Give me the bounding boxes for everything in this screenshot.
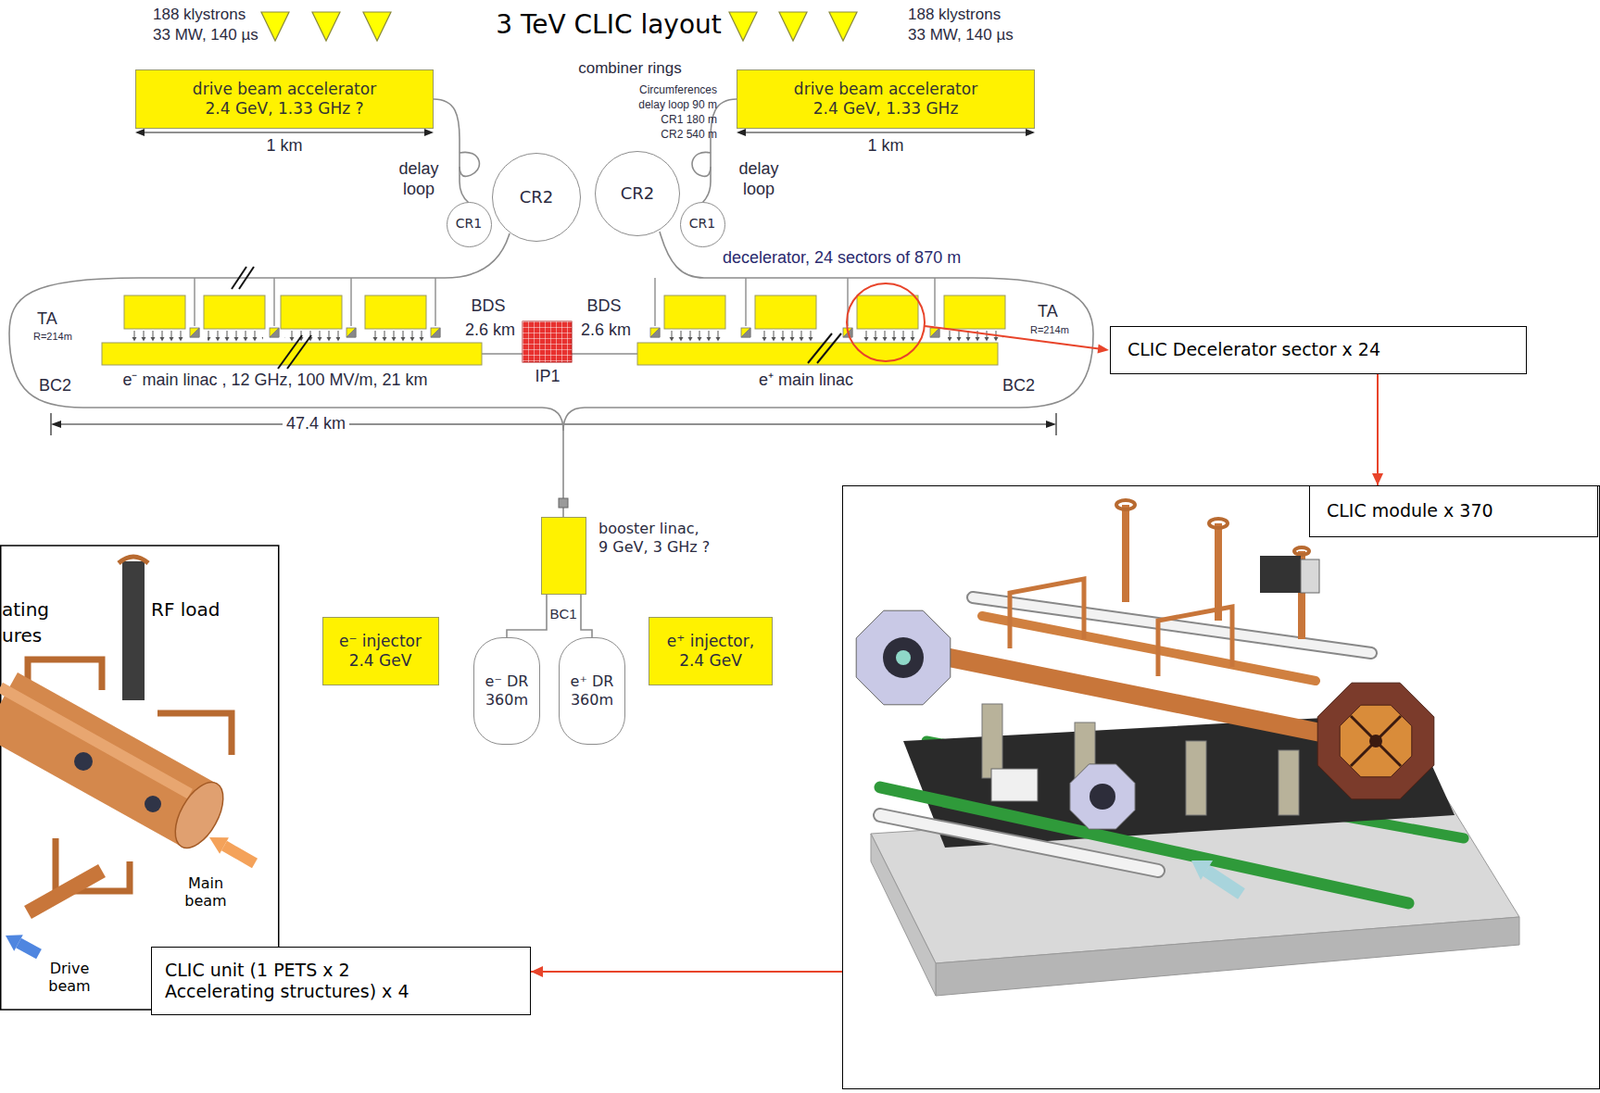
callout-box: CLIC unit (1 PETS x 2 Accelerating struc…	[151, 946, 531, 1016]
booster-linac: booster linac, 9 GeV, 3 GHz ?	[541, 516, 587, 595]
node-text: e⁺ DR 360m	[566, 672, 618, 709]
combiner-ring: CR1	[680, 201, 726, 248]
diagram-label: 33 MW, 140 µs	[152, 25, 259, 45]
diagram-title: 3 TeV CLIC layout	[495, 9, 722, 41]
diagram-label: combiner rings	[578, 59, 682, 78]
arrow-head	[1372, 473, 1384, 486]
diagram-label: CR1 180 m	[660, 113, 718, 126]
connector-line	[1376, 374, 1379, 486]
node-text: e⁻ DR 360m	[480, 672, 533, 709]
connector-line	[506, 594, 547, 638]
connector	[530, 966, 843, 978]
damping-ring: e⁺ DR 360m	[558, 637, 626, 745]
side-text-block: booster linac, 9 GeV, 3 GHz ?	[598, 519, 712, 556]
diagram-label: 2.6 km	[580, 320, 631, 341]
damping-ring: e⁻ DR 360m	[473, 637, 541, 745]
connector-line	[580, 594, 593, 638]
callout-box: CLIC Decelerator sector x 24	[1109, 326, 1527, 375]
break-marks	[231, 266, 842, 369]
dimension-lines	[50, 128, 1057, 436]
diagram-label: TA	[37, 309, 58, 330]
diagram-label: BC1	[549, 605, 577, 623]
diagram-label: delay loop	[394, 159, 443, 200]
accelerator-box: drive beam accelerator 2.4 GeV, 1.33 GHz…	[135, 69, 434, 129]
diagram-label: decelerator, 24 sectors of 870 m	[722, 248, 961, 269]
diagram-label: Main beam	[177, 874, 234, 910]
node-text: CR1	[689, 215, 716, 232]
sector-callout	[846, 283, 1109, 362]
diagram-label: e⁺ main linac	[758, 370, 854, 391]
connector	[1372, 374, 1384, 486]
diagram-label: RF load	[151, 598, 221, 621]
diagram-label: 33 MW, 140 µs	[907, 25, 1014, 45]
diagram-label: e⁻ main linac , 12 GHz, 100 MV/m, 21 km	[122, 370, 428, 391]
node-text: e⁻ injector 2.4 GeV	[329, 631, 432, 670]
diagram-label: 47.4 km	[282, 414, 350, 435]
diagram-label: R=214m	[33, 330, 73, 343]
diagram-label: BC2	[1002, 376, 1035, 397]
module-label-box: CLIC module x 370	[1309, 485, 1599, 538]
connector	[580, 594, 593, 638]
diagram-label: ures	[1, 624, 42, 647]
unit-illustration	[0, 545, 279, 1010]
node-text: CR1	[455, 215, 482, 232]
node-text: e⁺ injector, 2.4 GeV	[655, 631, 766, 670]
injector-box: e⁺ injector, 2.4 GeV	[648, 617, 773, 686]
node-text: CR2	[620, 183, 656, 204]
connector-line	[530, 970, 843, 973]
diagram-label: R=214m	[1030, 324, 1070, 337]
diagram-label: CR2 540 m	[660, 127, 718, 141]
diagram-label: TA	[1037, 302, 1059, 323]
arrow-head	[530, 966, 543, 978]
module-illustration	[856, 500, 1520, 996]
interaction-point	[522, 321, 572, 363]
node-text: CLIC unit (1 PETS x 2 Accelerating struc…	[164, 959, 439, 1003]
bunch-compressor-mark	[558, 498, 568, 508]
beam-lines	[9, 99, 1094, 517]
diagram-label: BC2	[38, 376, 72, 397]
node-text: drive beam accelerator 2.4 GeV, 1.33 GHz	[786, 79, 985, 118]
injector-box: e⁻ injector 2.4 GeV	[322, 617, 440, 686]
node-text: CLIC module x 370	[1326, 500, 1494, 522]
diagram-label: BDS	[586, 296, 621, 317]
diagram-label: 188 klystrons	[907, 5, 1001, 25]
diagram-label: 1 km	[265, 136, 303, 157]
diagram-label: BDS	[470, 296, 505, 317]
diagram-label: 2.6 km	[465, 320, 516, 341]
module-panel: CLIC module x 370	[842, 485, 1600, 1090]
accelerator-box: drive beam accelerator 2.4 GeV, 1.33 GHz	[736, 69, 1035, 129]
diagram-label: IP1	[534, 366, 560, 388]
combiner-ring: CR2	[594, 151, 681, 237]
node-text: CR2	[519, 187, 555, 208]
node-text: CLIC Decelerator sector x 24	[1127, 339, 1381, 361]
diagram-label: delay loop	[734, 159, 783, 200]
diagram-label: 188 klystrons	[152, 5, 246, 25]
diagram-label: ating	[1, 598, 50, 621]
diagram-label: Drive beam	[41, 959, 98, 996]
combiner-ring: CR1	[446, 201, 492, 248]
node-text: booster linac, 9 GeV, 3 GHz ?	[598, 519, 712, 556]
node-text: drive beam accelerator 2.4 GeV, 1.33 GHz…	[185, 79, 384, 118]
connector	[506, 594, 547, 638]
diagram-label: delay loop 90 m	[638, 98, 718, 112]
diagram-label: 1 km	[867, 136, 904, 157]
diagram-label: Circumferences	[639, 83, 718, 97]
combiner-ring: CR2	[491, 152, 581, 242]
